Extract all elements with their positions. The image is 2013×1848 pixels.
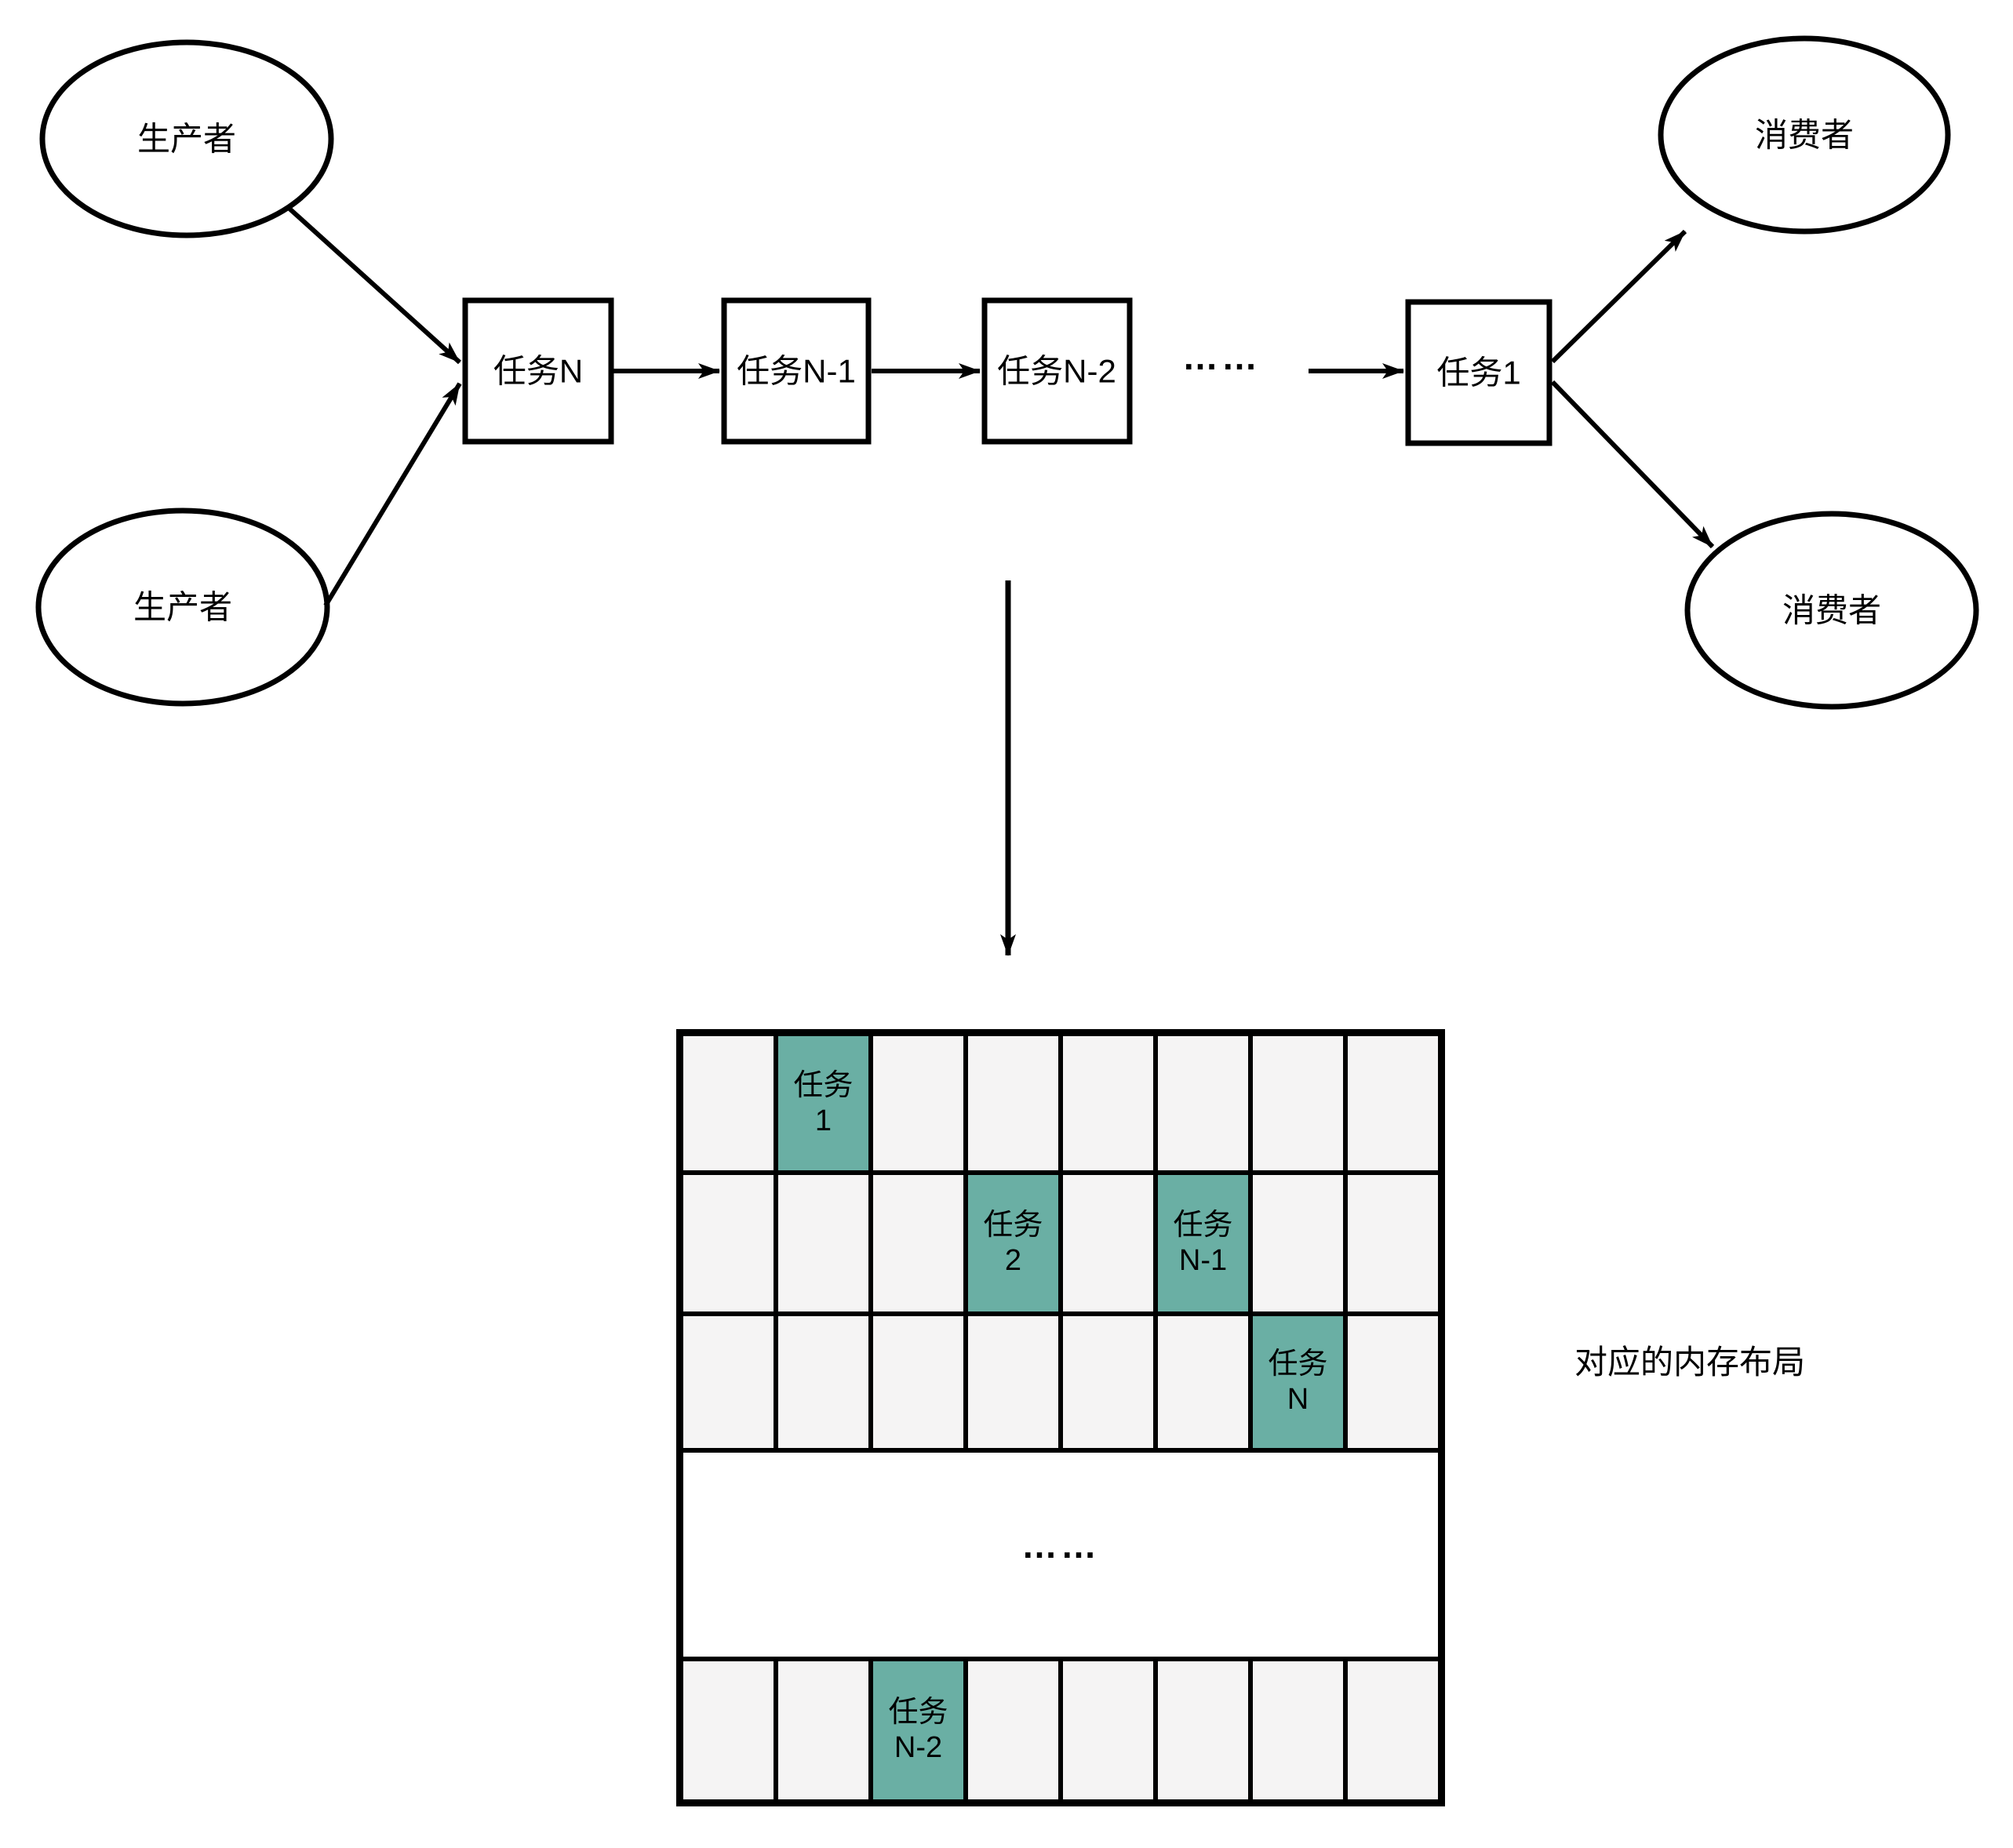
memory-cell-label-line: 任务 <box>1268 1348 1328 1381</box>
memory-cell-label-line: 2 <box>1004 1244 1022 1277</box>
memory-cell <box>1156 1659 1250 1802</box>
task-n1-box <box>721 297 872 445</box>
task-1-box <box>1405 299 1553 446</box>
memory-cell <box>1345 1314 1440 1450</box>
memory-cell <box>681 1034 776 1173</box>
memory-cell <box>1345 1659 1440 1802</box>
memory-cell <box>871 1034 966 1173</box>
memory-cell <box>1250 1659 1345 1802</box>
memory-cell <box>1250 1173 1345 1314</box>
memory-cell <box>776 1173 871 1314</box>
memory-cell <box>1061 1659 1156 1802</box>
memory-cell <box>871 1314 966 1450</box>
memory-cell-label-line: N-2 <box>894 1731 943 1764</box>
memory-dots-label: …… <box>1021 1525 1100 1566</box>
consumer-ellipse-top <box>1658 35 1951 235</box>
memory-layout-caption: 对应的内存布局 <box>1574 1344 1806 1381</box>
producer-top-label: 生产者 <box>137 121 236 158</box>
arrow-task-1-to-consumer-top <box>1550 229 1687 364</box>
producer-bottom-label: 生产者 <box>133 589 232 626</box>
memory-cell <box>871 1173 966 1314</box>
pipeline-ellipsis: …… <box>1182 336 1261 377</box>
arrow-task-1-to-consumer-bottom <box>1550 380 1715 549</box>
memory-cell <box>1061 1173 1156 1314</box>
memory-cell <box>1345 1173 1440 1314</box>
producer-ellipse-bottom <box>35 507 330 707</box>
arrow-producer-top-to-task-n <box>287 206 462 365</box>
memory-cell <box>776 1314 871 1450</box>
memory-cell-label-line: 任务 <box>793 1068 854 1102</box>
memory-cell <box>1345 1034 1440 1173</box>
task-n-box <box>462 297 614 445</box>
memory-cell <box>966 1659 1061 1802</box>
memory-cell <box>966 1034 1061 1173</box>
producer-ellipse-top <box>39 39 334 238</box>
memory-cell <box>776 1659 871 1802</box>
memory-cell-label-line: 任务 <box>888 1696 948 1730</box>
memory-cell-label-line: N <box>1287 1383 1309 1416</box>
consumer-ellipse-bottom <box>1684 511 1979 710</box>
memory-cell <box>966 1314 1061 1450</box>
consumer-bottom-label: 消费者 <box>1782 592 1881 629</box>
task-n2-label: 任务N-2 <box>997 353 1116 390</box>
arrow-producer-bottom-to-task-n <box>323 382 462 607</box>
memory-cell-label-line: N-1 <box>1178 1244 1228 1277</box>
memory-cell <box>681 1659 776 1802</box>
task-n2-box <box>981 297 1133 445</box>
memory-cell <box>1156 1314 1250 1450</box>
memory-cell <box>1061 1034 1156 1173</box>
memory-cell-label-line: 1 <box>814 1104 832 1137</box>
task-1-label: 任务1 <box>1436 355 1520 391</box>
memory-cell <box>681 1314 776 1450</box>
consumer-top-label: 消费者 <box>1755 117 1854 154</box>
task-n-label: 任务N <box>493 353 583 390</box>
memory-cell-label-line: 任务 <box>1173 1209 1233 1242</box>
memory-dots-row: …… <box>681 1450 1440 1659</box>
memory-cell <box>1156 1034 1250 1173</box>
memory-cell <box>681 1173 776 1314</box>
memory-cell <box>1250 1034 1345 1173</box>
memory-cell-label-line: 任务 <box>983 1209 1043 1242</box>
memory-cell <box>1061 1314 1156 1450</box>
task-n1-label: 任务N-1 <box>737 353 856 390</box>
